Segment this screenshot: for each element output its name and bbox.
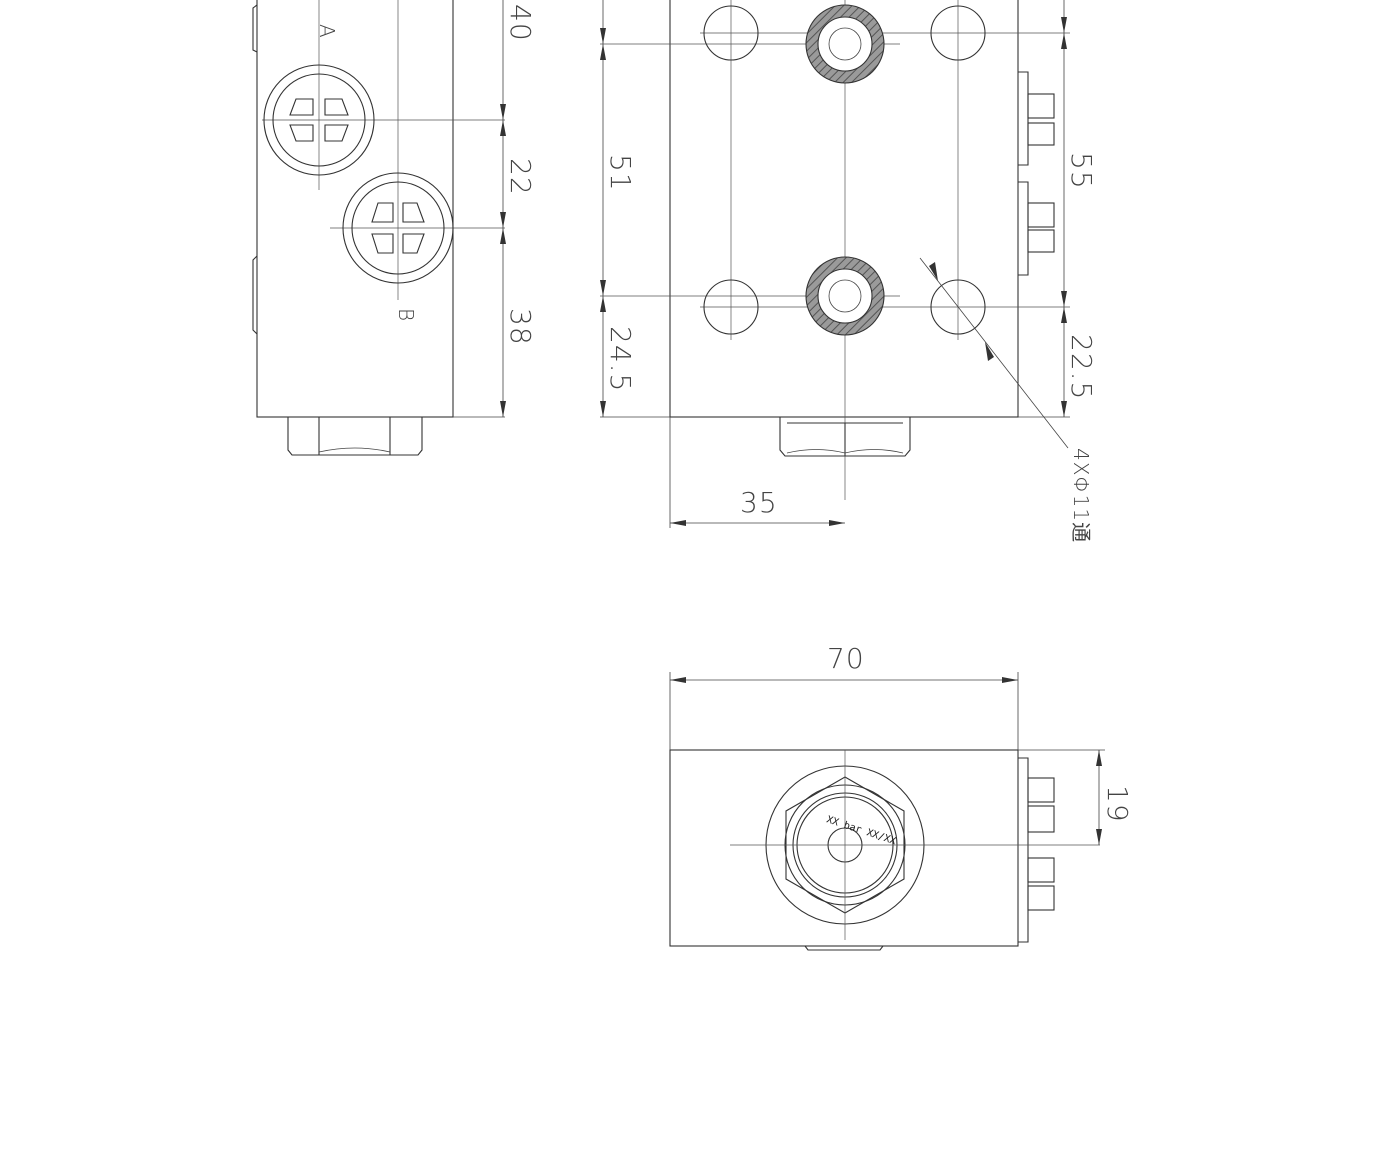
dim-70: 70 — [827, 642, 865, 675]
front-view: 5 51 24.5 5 55 22.5 4XΦ11通 35 — [600, 0, 1098, 543]
port-a — [263, 64, 375, 176]
dim-40: 40 — [504, 4, 537, 42]
dim-35: 35 — [740, 486, 778, 519]
oring-port-top — [805, 4, 885, 84]
front-view-body — [669, 0, 1019, 418]
side-view-body — [256, 0, 454, 418]
dim-55: 55 — [1065, 152, 1098, 190]
side-boss-top — [252, 4, 258, 53]
dim-51: 51 — [604, 154, 637, 192]
port-b — [342, 172, 454, 284]
mounting-hole — [703, 279, 759, 335]
front-side-bosses — [1018, 71, 1055, 276]
top-side-bosses — [1018, 757, 1055, 943]
mounting-hole — [930, 279, 986, 335]
dim-holes: 4XΦ11通 — [1069, 448, 1093, 543]
port-b-label: B — [394, 308, 418, 322]
front-hex-nut — [779, 417, 911, 457]
top-view: XX bar XX/XX 70 19 — [669, 642, 1134, 951]
dim-19: 19 — [1101, 785, 1134, 823]
dim-38: 38 — [504, 308, 537, 346]
top-view-body — [669, 749, 1019, 947]
side-hex-nut — [287, 417, 423, 456]
port-a-label: A — [315, 24, 339, 39]
mounting-hole — [703, 5, 759, 61]
oring-port-bottom — [805, 256, 885, 336]
mounting-hole — [930, 5, 986, 61]
dim-22: 22 — [504, 158, 537, 196]
dim-22-5: 22.5 — [1065, 334, 1098, 400]
dim-24-5: 24.5 — [604, 326, 637, 392]
top-view-lip — [804, 945, 884, 951]
side-view: A B 40 22 38 — [252, 0, 537, 456]
side-boss-bottom — [252, 255, 258, 335]
hole-leader — [919, 257, 1069, 449]
